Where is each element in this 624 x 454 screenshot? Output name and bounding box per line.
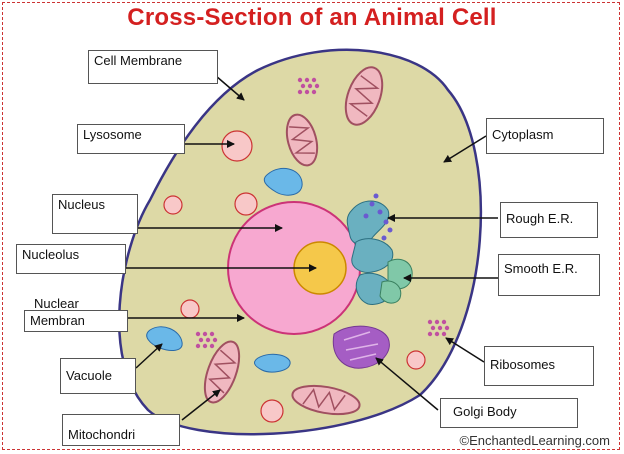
label-nuclear-membran: Membran xyxy=(24,310,128,332)
label-smooth-er: Smooth E.R. xyxy=(498,254,600,296)
diagram-border xyxy=(2,2,620,450)
label-nuclear-membran-text: Membran xyxy=(30,313,85,328)
label-ribosomes-text: Ribosomes xyxy=(490,357,556,372)
ribosome-shapes xyxy=(195,77,450,349)
credit-text: ©EnchantedLearning.com xyxy=(459,433,610,448)
label-ribosomes: Ribosomes xyxy=(484,346,594,386)
label-lysosome-text: Lysosome xyxy=(83,127,142,142)
diagram-title: Cross-Section of an Animal Cell xyxy=(127,4,497,31)
label-cytoplasm: Cytoplasm xyxy=(486,118,604,154)
label-mitochondri: Mitochondri xyxy=(62,414,180,446)
label-nucleolus: Nucleolus xyxy=(16,244,126,274)
mitochondria-shapes xyxy=(203,66,384,416)
label-nucleolus-text: Nucleolus xyxy=(22,247,80,262)
label-vacuole: Vacuole xyxy=(60,358,136,394)
lysosome-shapes xyxy=(163,130,426,423)
label-cell-membrane: Cell Membrane xyxy=(88,50,218,84)
label-nuclear-line1: Nuclear xyxy=(34,296,79,311)
rough-er-shape xyxy=(346,193,394,305)
label-arrows xyxy=(124,75,498,421)
label-golgi-body: Golgi Body xyxy=(440,398,578,428)
label-cell-membrane-text: Cell Membrane xyxy=(94,53,183,68)
label-mitochondri-text: Mitochondri xyxy=(68,427,136,442)
vacuole-shapes xyxy=(146,167,303,373)
label-vacuole-text: Vacuole xyxy=(66,368,113,383)
label-lysosome: Lysosome xyxy=(77,124,185,154)
label-rough-er: Rough E.R. xyxy=(500,202,598,238)
label-smooth-er-text: Smooth E.R. xyxy=(504,261,578,276)
label-nucleus-text: Nucleus xyxy=(58,197,105,212)
label-rough-er-text: Rough E.R. xyxy=(506,211,574,226)
label-golgi-body-text: Golgi Body xyxy=(453,404,517,419)
label-nucleus: Nucleus xyxy=(52,194,138,234)
label-cytoplasm-text: Cytoplasm xyxy=(492,127,554,142)
